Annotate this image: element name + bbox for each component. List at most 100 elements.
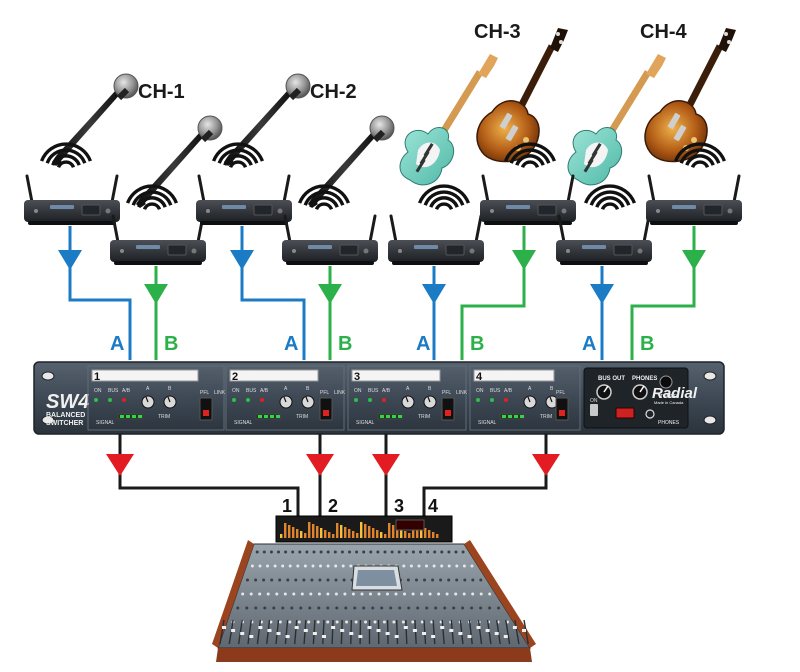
console-knob bbox=[488, 606, 492, 610]
console-knob bbox=[390, 550, 394, 554]
arrow-down-icon bbox=[306, 454, 334, 476]
status-led-icon bbox=[232, 398, 236, 402]
console-knob bbox=[335, 606, 339, 610]
link-label: LINK bbox=[334, 390, 346, 396]
console-knob bbox=[341, 564, 345, 568]
console-fader-track bbox=[256, 619, 262, 645]
level-meter-segment bbox=[388, 523, 391, 538]
console-knob bbox=[383, 550, 387, 554]
console-fader-cap bbox=[267, 629, 272, 632]
wireless-receiver-icon bbox=[478, 174, 578, 227]
console-knob bbox=[294, 578, 298, 582]
console-knob bbox=[258, 592, 262, 596]
level-meter-segment bbox=[392, 525, 395, 538]
console-fader-cap bbox=[467, 635, 472, 638]
knob-a-label: A bbox=[146, 386, 150, 392]
output-number-4: 4 bbox=[428, 496, 438, 516]
wave-arc bbox=[423, 190, 465, 206]
console-knob bbox=[419, 550, 422, 554]
strip-scribble-label bbox=[229, 369, 319, 382]
tuner-switch[interactable] bbox=[615, 407, 635, 419]
strip-number: 4 bbox=[476, 371, 483, 383]
console-knob bbox=[443, 606, 447, 610]
wave-arc bbox=[303, 190, 345, 206]
console-knob bbox=[281, 564, 285, 568]
console-knob bbox=[342, 578, 346, 582]
console-knob bbox=[273, 564, 277, 568]
pfl-switch[interactable] bbox=[199, 397, 213, 421]
channel-label-4: CH-4 bbox=[640, 21, 688, 43]
console-fader-cap bbox=[231, 629, 236, 632]
wave-arc bbox=[314, 202, 334, 211]
wireless-signal-waves-icon bbox=[298, 184, 350, 211]
arrow-down-icon bbox=[106, 454, 134, 476]
status-led-icon bbox=[246, 398, 250, 402]
wave-arc bbox=[126, 184, 178, 204]
console-knob bbox=[290, 606, 294, 610]
console-knob bbox=[319, 550, 323, 554]
console-knob bbox=[269, 620, 273, 624]
console-knob bbox=[334, 578, 338, 582]
console-knob bbox=[364, 620, 367, 624]
console-fader-cap bbox=[440, 626, 445, 629]
console-knob bbox=[398, 606, 402, 610]
console-fader-track bbox=[514, 619, 520, 645]
wave-arc bbox=[137, 196, 167, 208]
console-knob bbox=[394, 592, 398, 596]
console-fader-track bbox=[284, 619, 289, 645]
console-knob bbox=[471, 592, 475, 596]
console-fader-cap bbox=[403, 626, 408, 629]
wave-arc bbox=[212, 142, 264, 162]
link-label: LINK bbox=[456, 390, 468, 396]
pfl-switch[interactable] bbox=[319, 397, 333, 421]
wave-arc bbox=[584, 184, 636, 204]
strip-switch-label: BUS bbox=[368, 388, 379, 394]
knob-a-label: A bbox=[528, 386, 532, 392]
level-meter-segment bbox=[304, 533, 307, 538]
console-knob bbox=[461, 606, 465, 610]
wave-arc bbox=[595, 196, 625, 208]
input-b-label-ch4: B bbox=[640, 333, 654, 355]
strip-switch-label: ON bbox=[94, 388, 102, 394]
console-knob bbox=[432, 564, 436, 568]
pfl-switch[interactable] bbox=[555, 397, 569, 421]
rack-screw-icon bbox=[41, 415, 55, 425]
console-knob bbox=[312, 550, 316, 554]
arrow-down-icon bbox=[532, 454, 560, 476]
console-knob bbox=[275, 592, 279, 596]
console-fader-cap bbox=[276, 632, 281, 635]
level-meter-segment bbox=[308, 522, 311, 538]
wireless-receiver-icon bbox=[194, 174, 294, 227]
on-button[interactable] bbox=[590, 404, 598, 416]
wave-arc bbox=[520, 160, 540, 169]
console-knob bbox=[266, 564, 269, 568]
console-knob bbox=[266, 592, 270, 596]
phones-label: PHONES bbox=[632, 376, 657, 382]
console-knob bbox=[462, 564, 466, 568]
strip-scribble-label bbox=[351, 369, 441, 382]
headphone-icon bbox=[645, 409, 655, 419]
pfl-switch[interactable] bbox=[441, 397, 455, 421]
level-meter-segment bbox=[432, 532, 435, 538]
wireless-signal-waves-icon bbox=[418, 184, 470, 211]
console-knob bbox=[428, 592, 432, 596]
console-knob bbox=[310, 578, 314, 582]
wireless-receiver-icon bbox=[22, 174, 122, 227]
level-meter-segment bbox=[288, 525, 291, 538]
console-knob bbox=[300, 592, 304, 596]
master-on-label: ON bbox=[590, 398, 598, 404]
console-knob bbox=[317, 606, 321, 610]
console-fader-cap bbox=[303, 629, 308, 632]
level-meter-segment bbox=[368, 526, 371, 538]
console-knob bbox=[406, 578, 410, 582]
level-meter-segment bbox=[420, 526, 423, 538]
console-knob bbox=[305, 550, 309, 554]
input-arrows bbox=[58, 250, 706, 304]
output-arrows bbox=[106, 454, 560, 476]
status-led-icon bbox=[476, 398, 480, 402]
console-knob bbox=[470, 606, 474, 610]
arrow-down-icon bbox=[144, 284, 168, 304]
arrow-down-icon bbox=[422, 284, 446, 304]
